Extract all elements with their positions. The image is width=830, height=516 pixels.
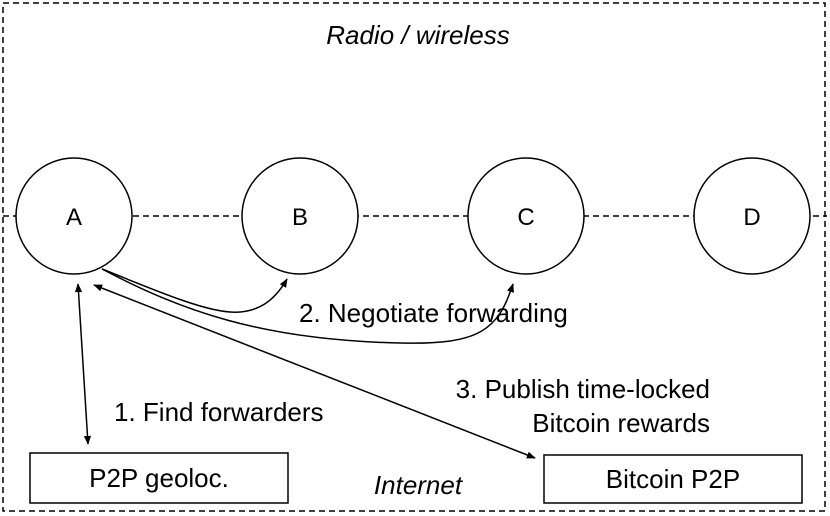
node-b[interactable]: B [241,157,359,275]
node-a-label: A [66,204,82,231]
node-d-label: D [743,204,760,231]
step-publish-line2: Bitcoin rewards [532,408,710,438]
bitcoin-p2p-label: Bitcoin P2P [606,464,740,494]
node-d[interactable]: D [693,157,811,275]
bitcoin-p2p-box[interactable]: Bitcoin P2P [543,454,803,504]
radio-zone-label: Radio / wireless [326,20,510,50]
arrow-find-forwarders [74,283,92,445]
step-find-forwarders: 1. Find forwarders [114,397,324,427]
internet-zone-label: Internet [374,470,464,500]
node-a[interactable]: A [15,157,133,275]
node-c[interactable]: C [467,157,585,275]
p2p-geoloc-label: P2P geoloc. [89,463,229,493]
step-negotiate-forwarding: 2. Negotiate forwarding [299,298,568,328]
arrow-negotiate-b [101,268,288,313]
p2p-geoloc-box[interactable]: P2P geoloc. [29,452,289,504]
node-b-label: B [292,204,308,231]
step-publish-line1: 3. Publish time-locked [456,374,710,404]
arrow-publish-rewards [93,284,536,459]
node-c-label: C [517,204,534,231]
